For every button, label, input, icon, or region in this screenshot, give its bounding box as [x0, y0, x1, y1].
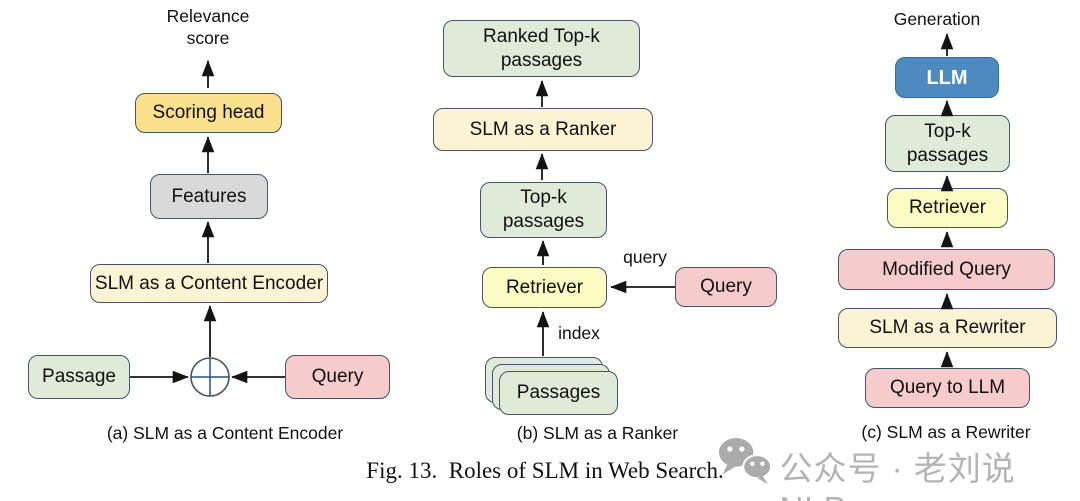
node-features: Features: [150, 174, 268, 219]
figure-caption: Fig. 13. Roles of SLM in Web Search.: [366, 458, 724, 483]
panel-a-output-label: Relevance score: [166, 6, 250, 48]
node-passages-stack-front: Passages: [499, 371, 618, 415]
node-slm-ranker: SLM as a Ranker: [433, 108, 653, 151]
node-llm: LLM: [895, 57, 999, 98]
node-query-a: Query: [285, 355, 390, 399]
node-ranked-topk-passages: Ranked Top-k passages: [443, 20, 640, 77]
circle-plus-icon: [190, 357, 230, 397]
node-slm-content-encoder: SLM as a Content Encoder: [90, 264, 328, 303]
panel-a-caption: (a) SLM as a Content Encoder: [106, 423, 344, 443]
panel-c-caption: (c) SLM as a Rewriter: [861, 422, 1031, 442]
node-topk-passages-c: Top-k passages: [885, 115, 1010, 172]
node-retriever-c: Retriever: [887, 188, 1008, 228]
node-query-to-llm: Query to LLM: [865, 368, 1030, 408]
node-scoring-head: Scoring head: [135, 93, 282, 133]
panel-b-caption: (b) SLM as a Ranker: [516, 423, 679, 443]
wechat-icon: [718, 437, 773, 484]
node-modified-query: Modified Query: [838, 249, 1055, 290]
node-topk-passages-b: Top-k passages: [480, 182, 607, 238]
panel-c-output-label: Generation: [893, 9, 981, 29]
node-retriever-b: Retriever: [482, 267, 607, 308]
node-query-b: Query: [675, 267, 777, 307]
watermark-text: 公众号 · 老刘说NLP: [779, 450, 1016, 501]
edge-label-index: index: [558, 323, 600, 343]
watermark: 公众号 · 老刘说NLP: [716, 434, 1080, 501]
node-passage: Passage: [28, 355, 130, 399]
edge-label-query: query: [623, 247, 667, 267]
node-slm-rewriter: SLM as a Rewriter: [838, 308, 1057, 348]
